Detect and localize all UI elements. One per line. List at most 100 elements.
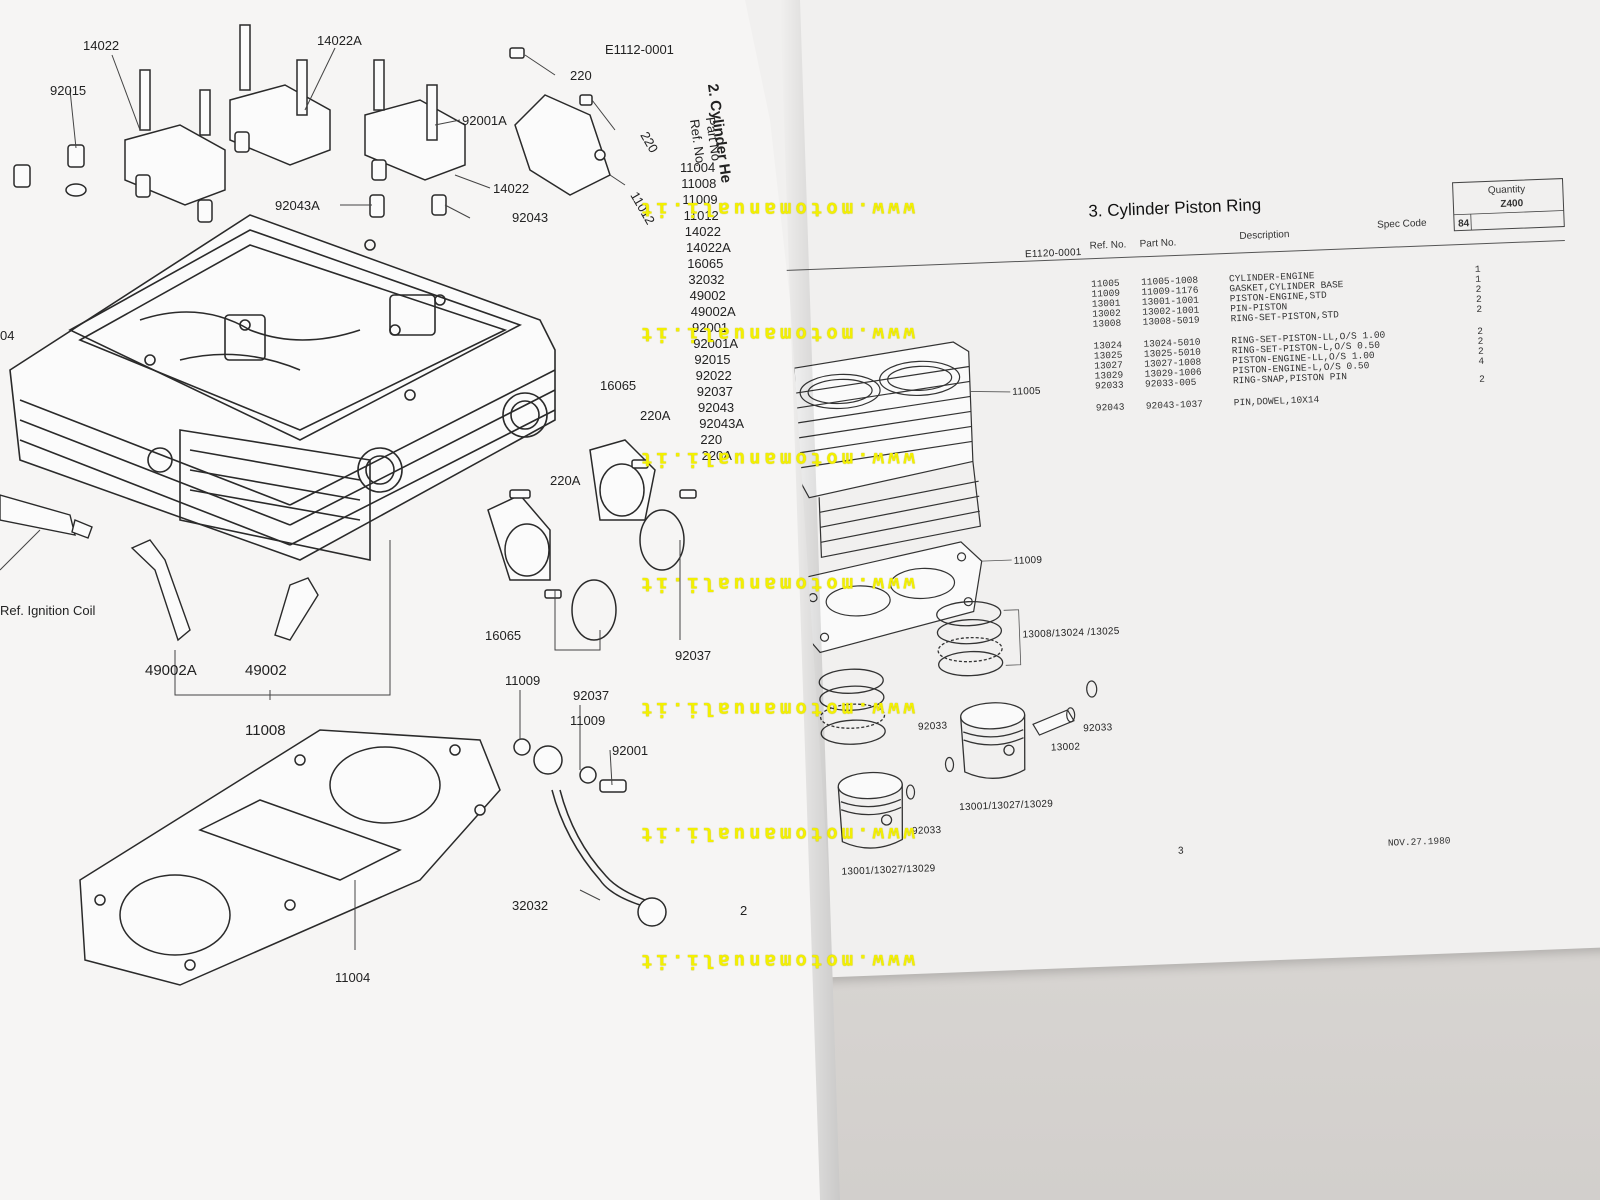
svg-text:RING-SNAP,PISTON PIN: RING-SNAP,PISTON PIN [1233,371,1347,386]
left-page-number: 2 [740,903,747,918]
quantity-subdivider [1470,214,1472,231]
left-ref-item: 49002A [691,304,736,319]
callout-11009-a: 11009 [505,673,540,688]
callout-11005: 11005 [1012,386,1041,398]
left-ref-item: 220A [702,448,733,463]
callout-92001: 92001 [612,743,648,758]
svg-text:11005-1008: 11005-1008 [1141,275,1199,288]
callout-220-b: 220 [637,129,661,155]
svg-text:2: 2 [1478,346,1484,357]
callout-49002A: 49002A [145,662,197,679]
left-ref-item: 16065 [687,256,723,271]
svg-text:4: 4 [1478,356,1484,367]
callout-92015: 92015 [50,83,86,98]
svg-text:13029-1006: 13029-1006 [1144,367,1202,380]
svg-text:13002: 13002 [1092,308,1121,320]
callout-220A-a: 220A [640,408,671,423]
callout-32032: 32032 [512,898,548,913]
svg-text:2: 2 [1475,284,1481,295]
left-page: 14022 14022A 92015 92001A 14022 92043A 9… [0,0,840,1200]
svg-text:92033-005: 92033-005 [1145,377,1197,390]
header-rule [770,240,1565,272]
camshaft-caps-drawing [13,24,466,223]
svg-text:PISTON-ENGINE-LL,O/S 1.00: PISTON-ENGINE-LL,O/S 1.00 [1232,350,1375,366]
left-ref-item: 92015 [694,352,730,367]
callout-92037-a: 92037 [675,648,711,663]
callout-11009: 11009 [1014,555,1043,567]
snap-ring-icon [1086,680,1098,698]
svg-text:1: 1 [1475,274,1481,285]
svg-text:11009-1176: 11009-1176 [1141,285,1199,298]
callout-220-a: 220 [570,68,592,83]
right-page: 3. Cylinder Piston Ring E1120-0001 Quant… [740,0,1600,980]
left-ref-item: 92037 [697,384,733,399]
snap-ring-icon [944,756,955,773]
left-ref-item: 49002 [690,288,726,303]
svg-text:13008-5019: 13008-5019 [1142,315,1200,328]
watermark: www.motomanuali.it [637,698,915,720]
bracket-13008 [1003,609,1022,666]
svg-text:92043-1037: 92043-1037 [1146,399,1203,412]
svg-text:13027: 13027 [1094,360,1123,372]
oil-pipe-drawing [513,738,667,927]
header-ref-no: Ref. No. [1089,239,1126,251]
callout-11008: 11008 [245,722,286,739]
header-part-no: Part No. [1139,237,1176,249]
svg-text:13001-1001: 13001-1001 [1142,295,1200,308]
svg-text:92043: 92043 [1096,402,1125,414]
callout-92033-a: 92033 [1083,722,1113,734]
left-ref-item: 92001 [692,320,728,335]
ring-set-right-drawing [936,600,1004,677]
svg-text:13024: 13024 [1093,340,1122,352]
leader-11005 [970,391,1011,393]
intake-pipes-drawing [487,439,697,641]
svg-text:CYLINDER-ENGINE: CYLINDER-ENGINE [1229,270,1315,284]
left-ref-item: 92022 [696,368,732,383]
left-ref-item: 92001A [693,336,738,351]
svg-text:2: 2 [1476,304,1482,315]
svg-text:2: 2 [1476,294,1482,305]
svg-text:1: 1 [1475,264,1481,275]
callout-11004: 11004 [335,970,370,985]
right-page-content: 3. Cylinder Piston Ring E1120-0001 Quant… [770,178,1565,878]
piston-left-drawing [837,771,903,849]
svg-text:PIN,DOWEL,10X14: PIN,DOWEL,10X14 [1234,394,1320,408]
watermark: www.motomanuali.it [637,823,915,845]
header-model: Z400 [1500,198,1524,210]
callout-11009-b: 11009 [570,713,605,728]
callout-49002: 49002 [245,662,287,679]
base-gasket-drawing [798,541,983,654]
right-section-title: 3. Cylinder Piston Ring [1088,195,1262,221]
piston-pin-drawing [1032,707,1076,736]
svg-text:11009: 11009 [1091,288,1120,300]
callout-220A-b: 220A [550,473,581,488]
leader-lines [0,47,681,950]
svg-text:2: 2 [1477,326,1483,337]
right-page-date: NOV.27.1980 [1388,835,1451,848]
callout-ignition-coil: Ref. Ignition Coil [0,603,95,618]
callout-04: 04 [0,328,14,343]
table-row: 92043 92043-1037 PIN,DOWEL,10X14 [1096,394,1320,414]
left-ref-item: 11009 [682,192,717,207]
quantity-box [1452,178,1565,232]
svg-text:13001: 13001 [1092,298,1121,310]
left-ref-item: 11008 [681,176,716,191]
svg-text:13025: 13025 [1094,350,1123,362]
left-partial-ref-list: 110041100811009110121402214022A160653203… [680,160,744,463]
callout-92033-b: 92033 [918,721,948,733]
callout-16065-a: 16065 [600,378,636,393]
snap-ring-icon [905,784,916,800]
left-ref-item: 11012 [684,208,719,223]
callout-14022A: 14022A [317,33,362,48]
watermark: www.motomanuali.it [637,573,915,595]
callout-13001-left: 13001/13027/13029 [841,863,936,878]
header-year: 84 [1458,218,1470,229]
quantity-divider [1453,210,1564,216]
